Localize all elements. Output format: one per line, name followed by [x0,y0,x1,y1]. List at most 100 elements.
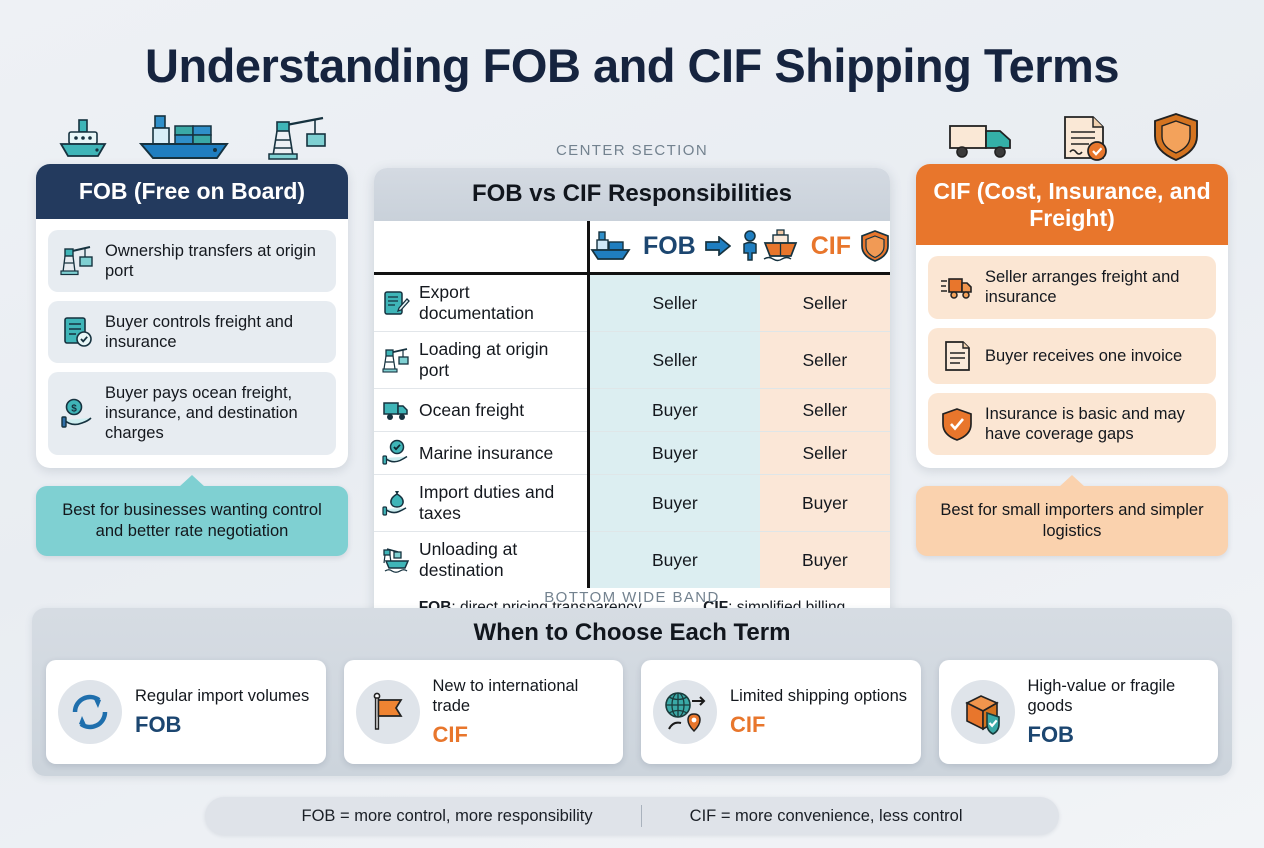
cell-cif: Seller [759,388,890,432]
footer-right-text: CIF = more convenience, less control [689,806,963,825]
task-label: Ocean freight [419,399,525,420]
table-header-row: FOB [374,221,890,275]
fob-card: FOB (Free on Board) Ownership trans [36,164,348,468]
cif-card-header: CIF (Cost, Insurance, and Freight) [916,164,1228,246]
footer-left-text: FOB = more control, more responsibility [301,806,593,825]
bottom-band: When to Choose Each Term Regular import … [32,608,1232,776]
task-label: Loading at origin port [419,339,549,380]
footer-divider [640,805,642,827]
document-check-icon [60,315,94,349]
fob-decor-icons [36,112,348,164]
responsibilities-title: FOB vs CIF Responsibilities [374,168,890,221]
fob-callout-text: Best for businesses wanting control and … [62,500,322,540]
band-card-label: New to international trade [432,676,579,715]
list-item-label: Buyer receives one invoice [985,346,1183,365]
table-row: Export documentation Seller Seller [374,273,890,332]
hand-coin-icon: $ [60,396,94,430]
band-card[interactable]: Regular import volumes FOB [46,660,326,764]
cif-decor-icons [916,112,1228,164]
band-card-term: CIF [432,722,468,748]
port-crane-icon [60,244,94,278]
cell-fob: Buyer [586,388,760,432]
cif-callout: Best for small importers and simpler log… [916,485,1228,557]
cell-fob: Seller [586,273,760,332]
fob-column: FOB (Free on Board) Ownership trans [36,112,348,556]
list-item: $ Buyer pays ocean freight, insurance, a… [48,372,336,455]
hand-check-icon [382,439,410,467]
column-header-fob: FOB [590,230,760,262]
list-item-label: Insurance is basic and may have coverage… [985,404,1185,443]
cell-cif: Seller [759,273,890,332]
shield-icon [1152,112,1200,162]
document-check-icon [1059,114,1113,162]
cif-column: CIF (Cost, Insurance, and Freight) Selle… [916,112,1228,557]
band-card[interactable]: Limited shipping options CIF [641,660,921,764]
column-header-cif-label: CIF [810,231,851,260]
list-item: Buyer controls freight and insurance [48,300,336,364]
cell-cif: Buyer [759,474,890,532]
refresh-cycle-icon [58,680,122,744]
list-item: Seller arranges freight and insurance [928,256,1216,319]
cell-cif: Seller [759,331,890,389]
orange-ship-icon [760,229,802,263]
flag-icon [355,680,420,744]
document-pen-icon [382,289,410,317]
band-card[interactable]: High-value or fragile goods FOB [938,660,1218,764]
responsibilities-card: FOB vs CIF Responsibilities [374,168,890,630]
list-item: Insurance is basic and may have coverage… [928,392,1216,455]
task-label: Marine insurance [419,442,554,463]
bottom-band-cards: Regular import volumes FOB New to intern… [32,647,1232,764]
list-item-label: Seller arranges freight and insurance [985,268,1180,307]
unload-ship-icon [382,546,410,574]
footer-strip: FOB = more control, more responsibility … [205,797,1059,835]
cell-fob: Seller [586,331,760,389]
cell-fob: Buyer [586,531,760,588]
cif-items-list: Seller arranges freight and insurance Bu… [916,245,1228,468]
cif-callout-text: Best for small importers and simpler log… [940,500,1204,540]
list-item: Buyer receives one invoice [928,327,1216,384]
band-card[interactable]: New to international trade CIF [343,660,623,764]
cargo-ship-icon [590,230,634,262]
fast-truck-icon [940,270,974,304]
band-card-term: CIF [730,712,766,738]
column-header-fob-label: FOB [642,231,696,260]
invoice-icon [940,339,974,373]
cif-card: CIF (Cost, Insurance, and Freight) Selle… [916,164,1228,468]
center-section: CENTER SECTION FOB vs CIF Responsibiliti… [374,142,890,630]
center-section-label: CENTER SECTION [555,142,709,159]
table-row: Loading at origin port Seller Seller [374,331,890,389]
package-shield-icon [950,680,1015,744]
bottom-band-label: BOTTOM WIDE BAND [544,589,720,606]
band-card-label: High-value or fragile goods [1027,676,1176,715]
band-card-term: FOB [1027,722,1074,748]
delivery-truck-icon [944,116,1020,162]
cell-fob: Buyer [586,474,760,532]
table-row: Unloading at destination Buyer Buyer [374,531,890,588]
svg-text:$: $ [71,404,77,415]
table-row: Ocean freight Buyer Seller [374,388,890,432]
responsibilities-table: FOB [374,221,890,588]
person-icon [740,230,760,262]
list-item-label: Ownership transfers at origin port [105,241,316,280]
band-card-term: FOB [135,712,182,738]
task-label: Export documentation [419,282,534,323]
band-card-label: Limited shipping options [730,686,908,705]
fob-items-list: Ownership transfers at origin port Buyer… [36,219,348,468]
column-header-cif: CIF [760,229,890,263]
page-title: Understanding FOB and CIF Shipping Terms [145,39,1119,92]
table-row: Import duties and taxes Buyer Buyer [374,474,890,532]
list-item-label: Buyer pays ocean freight, insurance, and… [105,384,298,443]
task-label: Unloading at destination [419,539,518,580]
container-ship-icon [131,114,247,162]
small-ship-icon [53,116,113,162]
globe-route-icon [653,680,717,744]
port-crane-icon [382,346,410,374]
fob-card-header: FOB (Free on Board) [36,164,348,219]
cell-fob: Buyer [586,431,760,475]
cell-cif: Seller [759,431,890,475]
bottom-band-title: When to Choose Each Term [473,619,791,646]
truck-icon [382,396,410,424]
task-label: Import duties and taxes [419,482,555,523]
band-card-label: Regular import volumes [135,686,310,705]
